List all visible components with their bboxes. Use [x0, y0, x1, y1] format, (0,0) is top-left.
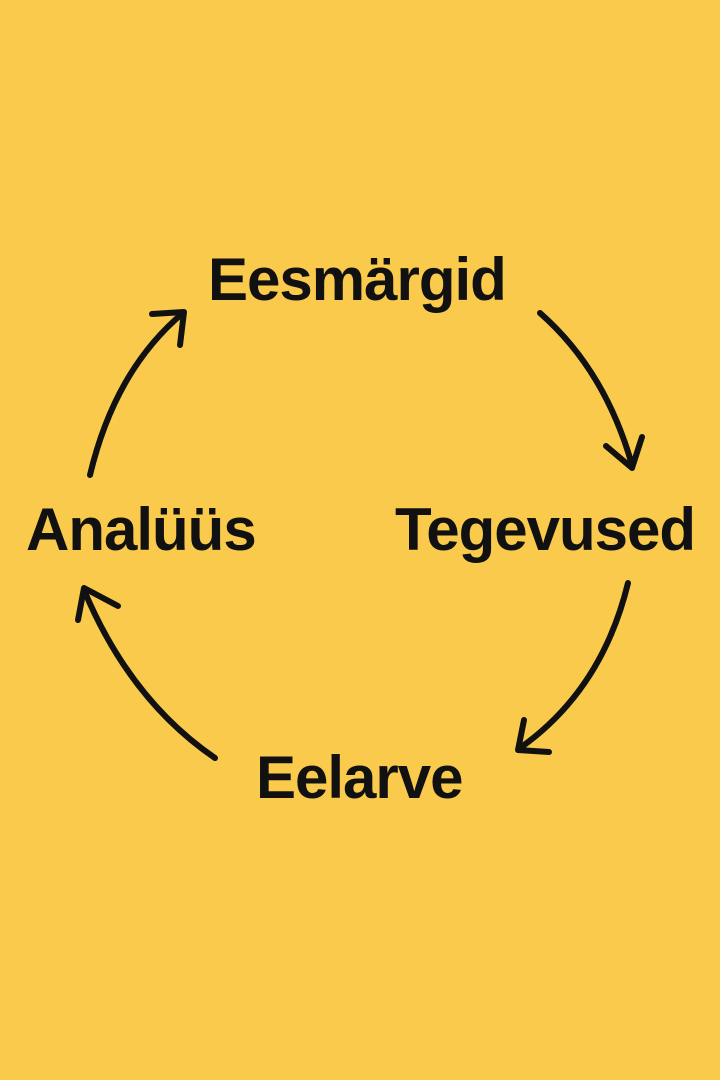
arrow-analuus-to-eesmargid [87, 309, 187, 478]
node-tegevused: Tegevused [395, 496, 696, 563]
arrow-tegevused-to-eelarve [515, 580, 631, 755]
arrow-eelarve-to-analuus [75, 585, 218, 761]
node-analuus: Analüüs [26, 496, 257, 563]
node-eesmargid: Eesmärgid [208, 246, 507, 313]
node-eelarve: Eelarve [256, 744, 464, 811]
arrow-eesmargid-to-tegevused [537, 310, 645, 471]
